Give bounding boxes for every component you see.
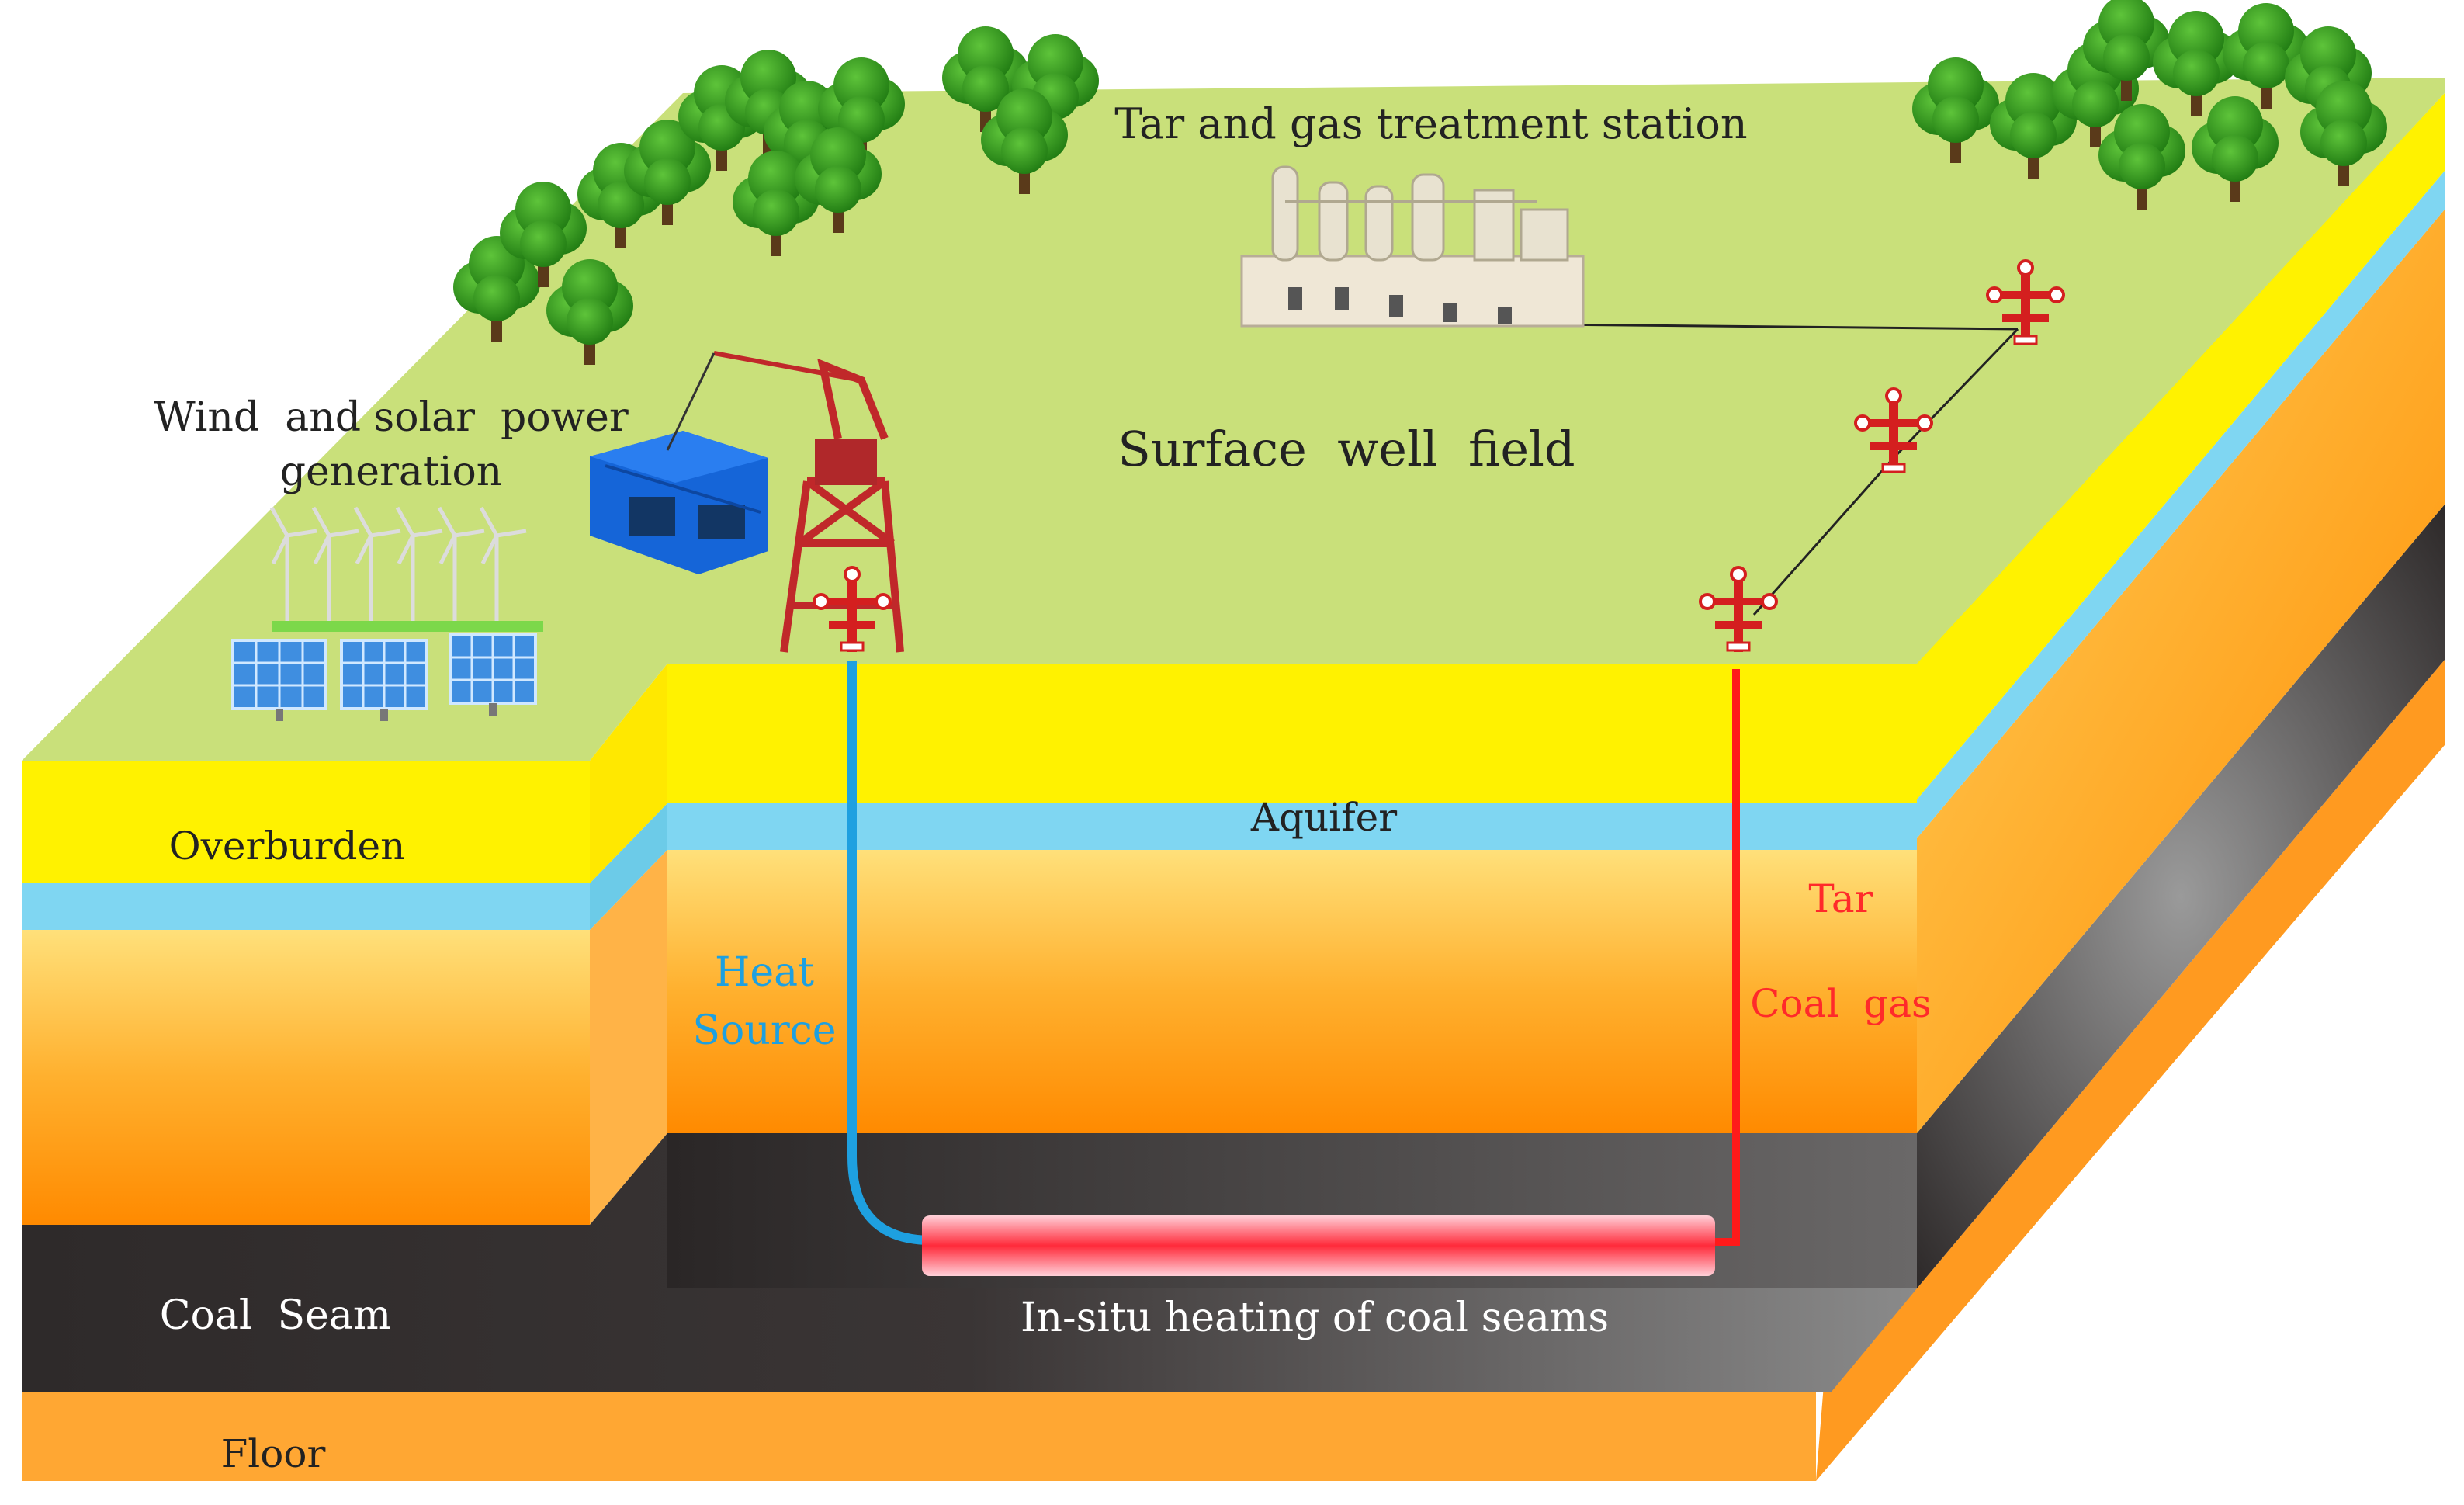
wind-solar-label-line1: Wind and solar power <box>154 394 629 441</box>
solar-panel-icon <box>231 633 537 721</box>
tree-icon <box>2192 96 2279 202</box>
drilling-rig-icon <box>666 351 904 653</box>
heat-source-label-line2: Source <box>692 1007 836 1054</box>
tree-icon <box>500 182 587 287</box>
wellhead-icon <box>1699 566 1778 652</box>
treatment-plant-icon <box>1240 165 1585 328</box>
wellhead-icon <box>813 259 2065 652</box>
gathering-pipeline <box>1551 323 2019 616</box>
coal-gas-label: Coal gas <box>1750 981 1931 1026</box>
tree-icon <box>624 120 711 225</box>
floor-label: Floor <box>221 1431 326 1476</box>
heater-unit-icon <box>590 431 768 574</box>
wellhead-icon <box>1854 387 1933 473</box>
wind-turbine-icon <box>269 506 543 632</box>
overburden-label: Overburden <box>169 824 406 869</box>
coal-seam-label: Coal Seam <box>160 1292 392 1339</box>
tree-icon <box>818 57 905 163</box>
tree-icon <box>981 88 1068 194</box>
wind-solar-label-line2: generation <box>280 449 503 495</box>
tar-label: Tar <box>1808 876 1873 921</box>
tree-icon <box>2300 81 2387 186</box>
tree-icon <box>453 0 2387 365</box>
tree-icon <box>2223 3 2310 109</box>
production-well <box>1715 669 1740 1246</box>
wellhead-icon <box>813 566 892 652</box>
surface-well-field-label: Surface well field <box>1118 421 1575 477</box>
heat-source-label-line1: Heat <box>715 949 814 996</box>
in-situ-heating-label: In-situ heating of coal seams <box>1021 1295 1609 1341</box>
tree-icon <box>546 259 633 365</box>
heat-injection-well <box>847 661 932 1245</box>
block-right-side <box>1816 93 2445 1481</box>
tar-gas-station-label: Tar and gas treatment station <box>1114 99 1747 148</box>
block-left-front <box>22 664 667 1225</box>
tree-icon <box>795 127 882 233</box>
tree-icon <box>2153 11 2240 116</box>
block-lower-front <box>22 1133 1917 1481</box>
tree-icon <box>1912 57 1999 163</box>
wellhead-icon <box>1986 259 2065 345</box>
tree-icon <box>2098 104 2185 210</box>
horizontal-heating-section <box>922 1215 1715 1276</box>
surface-well-field-area <box>22 78 2445 761</box>
aquifer-label: Aquifer <box>1250 795 1397 840</box>
tree-icon <box>942 26 1029 132</box>
